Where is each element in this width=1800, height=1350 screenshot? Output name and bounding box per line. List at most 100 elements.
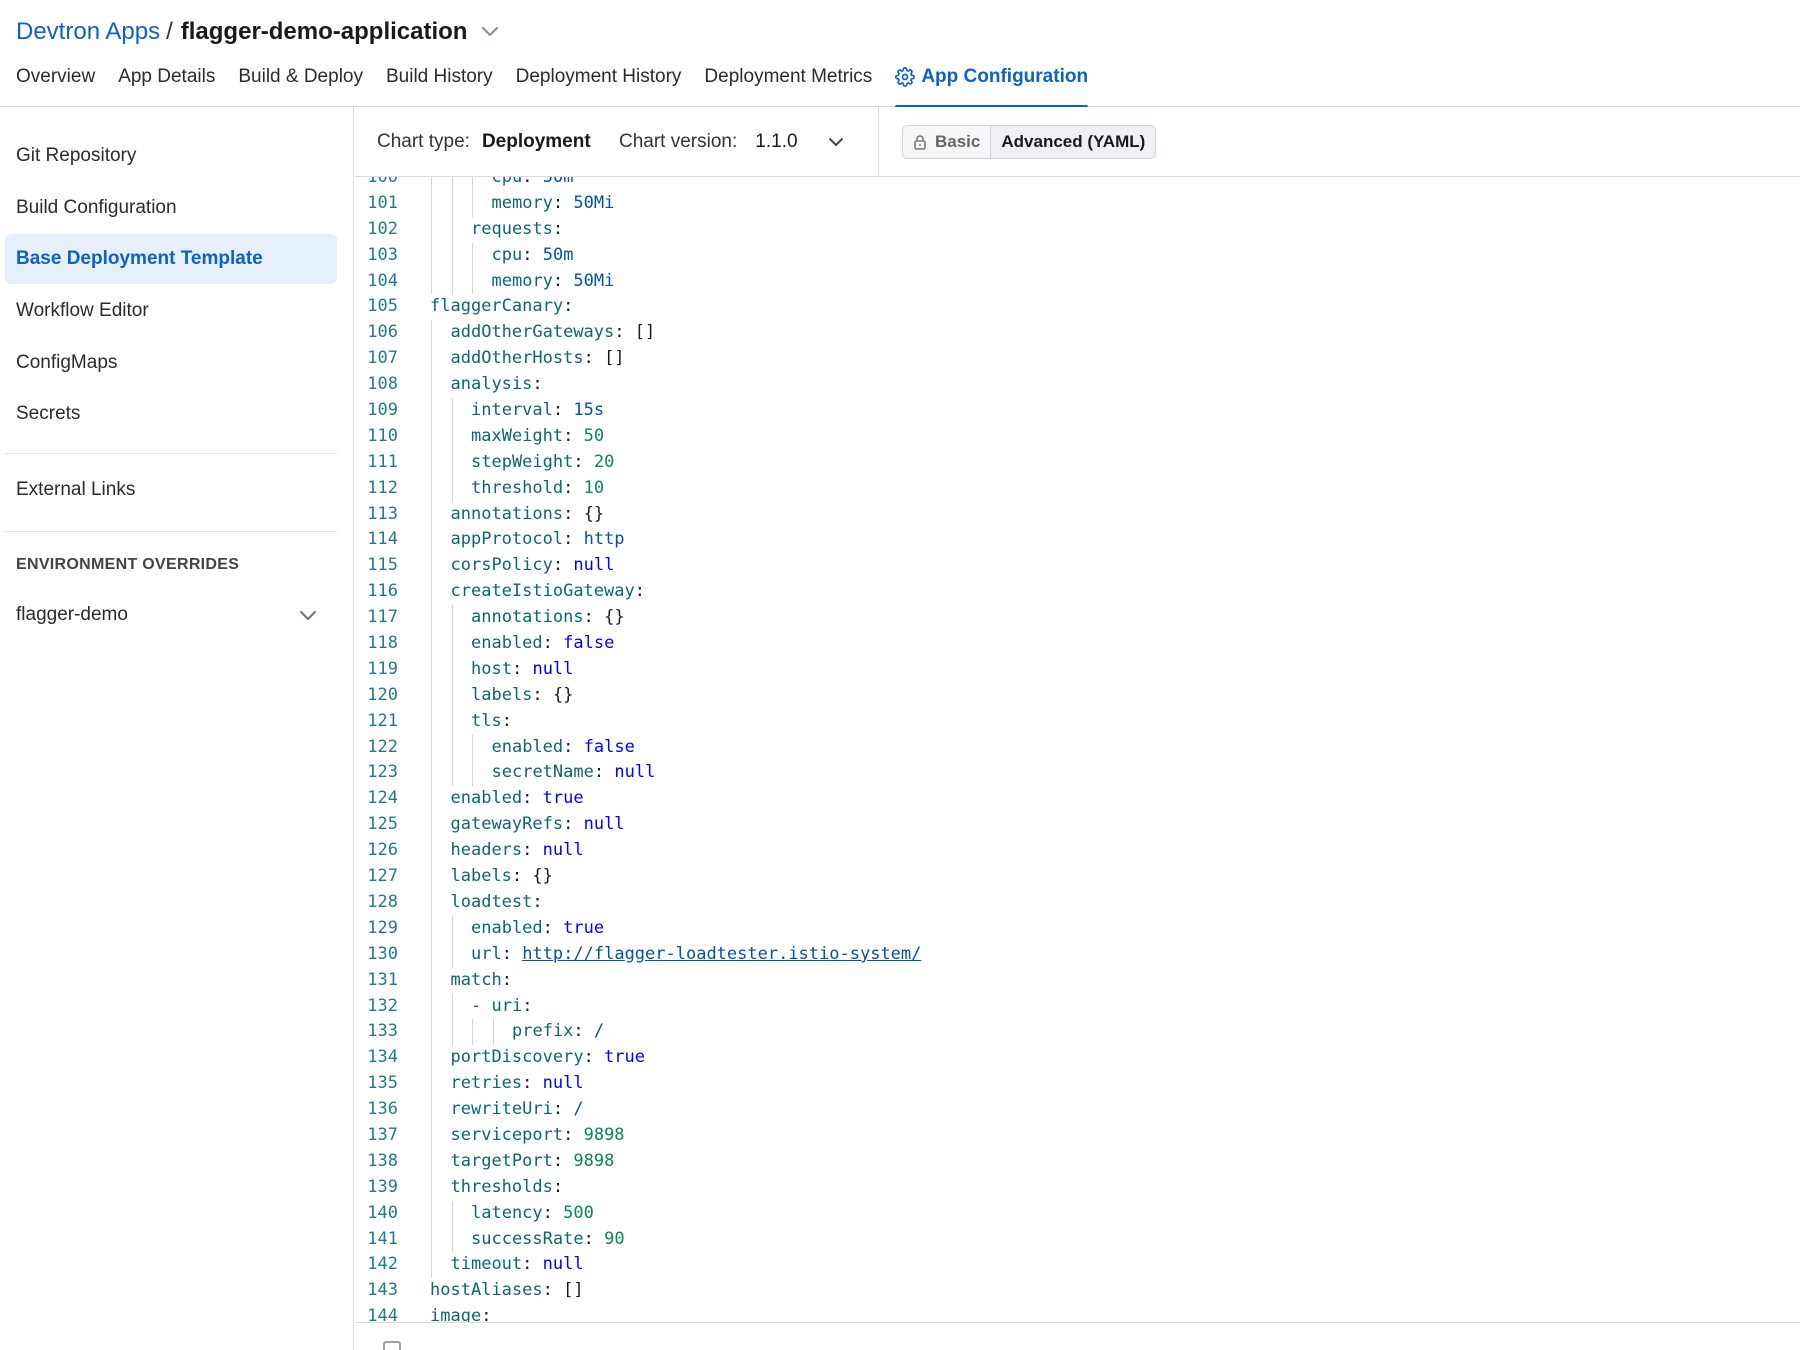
indent-guide <box>451 449 453 476</box>
indent-guide <box>431 1097 432 1123</box>
line-number: 106 <box>367 322 398 343</box>
indent-guide <box>431 889 432 916</box>
tab-build-history[interactable]: Build History <box>386 60 493 107</box>
line-number: 100 <box>367 177 398 187</box>
code-text: thresholds: <box>451 1175 564 1201</box>
yaml-colon: : <box>563 736 574 757</box>
line-number: 118 <box>367 633 398 654</box>
indent-guide <box>431 268 432 295</box>
indent-guide <box>451 760 453 787</box>
line-number: 113 <box>367 503 398 524</box>
tab-build-deploy[interactable]: Build & Deploy <box>238 60 363 107</box>
tab-app-configuration[interactable]: App Configuration <box>895 60 1089 108</box>
footer-icon <box>383 1341 401 1350</box>
line-number: 133 <box>367 1021 398 1042</box>
yaml-key: enabled <box>471 633 543 654</box>
indent-guide <box>431 320 432 347</box>
code-text: flaggerCanary: <box>430 294 573 320</box>
yaml-value: [] <box>634 322 656 343</box>
advanced-mode-label: Advanced (YAML) <box>1001 132 1146 151</box>
indent-guide <box>451 708 453 735</box>
yaml-colon: : <box>552 400 564 421</box>
breadcrumb-devtron-apps-link[interactable]: Devtron Apps <box>16 18 161 45</box>
indent-guide <box>451 915 453 942</box>
yaml-colon: : <box>563 296 574 317</box>
line-number: 140 <box>367 1202 398 1223</box>
yaml-value: 50 <box>583 425 605 446</box>
code-text: createIstioGateway: <box>451 579 645 605</box>
yaml-colon: : <box>552 192 564 213</box>
yaml-colon: : <box>583 1228 594 1249</box>
yaml-colon: : <box>563 814 574 835</box>
tab-label: Deployment History <box>515 66 682 87</box>
yaml-value-link[interactable]: http://flagger-loadtester.istio-system/ <box>522 943 922 964</box>
config-sidebar: Git Repository Build Configuration Base … <box>0 107 354 1350</box>
indent-guide <box>431 786 432 813</box>
environment-overrides-heading: ENVIRONMENT OVERRIDES <box>16 556 240 573</box>
line-number: 131 <box>367 969 398 990</box>
yaml-colon: : <box>522 1254 533 1275</box>
app-header: Devtron Apps / flagger-demo-application … <box>0 0 1800 108</box>
yaml-colon: : <box>583 607 594 628</box>
tab-deployment-metrics[interactable]: Deployment Metrics <box>704 60 872 107</box>
sidebar-item-build-configuration[interactable]: Build Configuration <box>5 183 337 233</box>
code-text: annotations: {} <box>451 502 605 528</box>
tab-deployment-history[interactable]: Deployment History <box>516 60 682 107</box>
sidebar-item-secrets[interactable]: Secrets <box>5 389 337 439</box>
line-number: 125 <box>367 814 398 835</box>
yaml-value: [] <box>563 1280 584 1301</box>
tab-app-details[interactable]: App Details <box>118 60 215 107</box>
sidebar-item-env-flagger-demo[interactable]: flagger-demo <box>5 590 337 640</box>
yaml-colon: : <box>552 1150 564 1171</box>
yaml-key: - uri <box>471 995 523 1016</box>
yaml-value: 20 <box>593 451 615 472</box>
yaml-colon: : <box>634 581 645 602</box>
yaml-key: thresholds <box>450 1176 553 1197</box>
sidebar-item-git-repository[interactable]: Git Repository <box>5 131 337 181</box>
chart-version-select[interactable]: Chart version: 1.1.0 <box>619 107 844 177</box>
yaml-key: threshold <box>471 477 564 498</box>
basic-mode-button[interactable]: Basic <box>903 126 990 158</box>
code-text: enabled: false <box>471 631 614 657</box>
advanced-yaml-mode-button[interactable]: Advanced (YAML) <box>990 126 1156 158</box>
line-number: 112 <box>367 477 398 498</box>
sidebar-item-base-deployment-template[interactable]: Base Deployment Template <box>5 234 337 284</box>
sidebar-item-workflow-editor[interactable]: Workflow Editor <box>5 286 337 336</box>
line-number: 108 <box>367 374 398 395</box>
code-text: serviceport: 9898 <box>451 1123 625 1149</box>
sidebar-item-external-links[interactable]: External Links <box>5 465 337 515</box>
yaml-key: interval <box>471 400 553 421</box>
tab-overview[interactable]: Overview <box>16 60 95 107</box>
yaml-colon: : <box>542 1202 553 1223</box>
indent-guide <box>431 1174 432 1201</box>
indent-guide <box>451 1019 453 1046</box>
indent-guide <box>451 941 453 968</box>
yaml-colon: : <box>522 1073 533 1094</box>
indent-guide <box>451 398 453 424</box>
yaml-key: memory <box>491 192 553 213</box>
yaml-key: createIstioGateway <box>450 581 635 602</box>
line-number: 107 <box>367 348 398 369</box>
yaml-colon: : <box>522 995 533 1016</box>
tab-label: App Configuration <box>921 66 1089 87</box>
code-text: labels: {} <box>451 864 553 890</box>
app-switcher-chevron-down-icon[interactable] <box>481 26 499 38</box>
code-text: stepWeight: 20 <box>471 450 614 476</box>
indent-guide <box>451 605 453 632</box>
line-number: 126 <box>367 840 398 861</box>
line-number: 123 <box>367 762 398 783</box>
line-number: 115 <box>367 555 398 576</box>
yaml-key: loadtest <box>450 891 533 912</box>
yaml-key: match <box>450 969 502 990</box>
sidebar-item-configmaps[interactable]: ConfigMaps <box>5 338 337 388</box>
tab-label: Overview <box>16 66 96 87</box>
